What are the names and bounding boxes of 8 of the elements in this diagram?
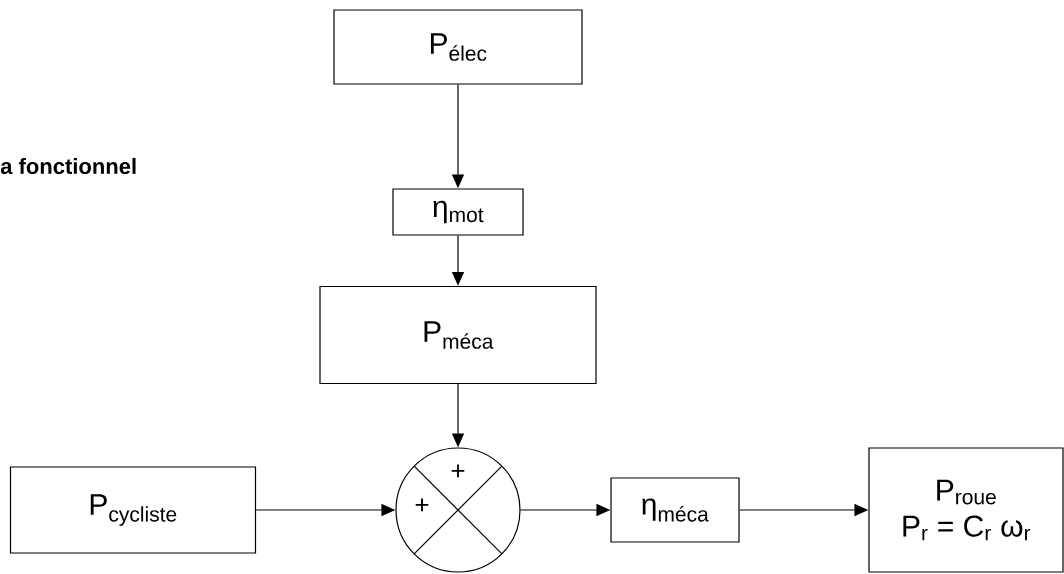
block-box: P$_{roue}$ P$_{r}$ = C$_{r}$ ω$_{r}$	[868, 447, 1064, 573]
block-box: P$_{méca}$	[319, 285, 597, 385]
summing-junction: + +	[395, 447, 521, 573]
heading-text: a fonctionnel	[0, 157, 136, 175]
block-box: η$_{mot}$	[392, 188, 524, 236]
block-box: P$_{élec}$	[333, 9, 583, 85]
block-box: P$_{cycliste}$	[9, 466, 257, 554]
block-box: η$_{méca}$	[610, 477, 740, 543]
